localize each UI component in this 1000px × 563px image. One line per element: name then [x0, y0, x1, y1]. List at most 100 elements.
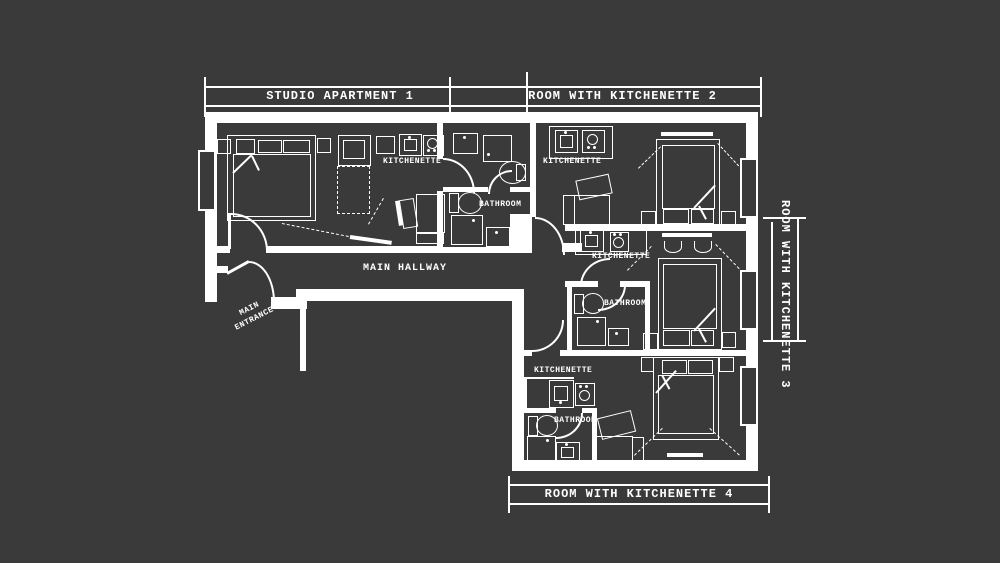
counter-edge: [524, 377, 574, 379]
desk-side-table: [632, 437, 644, 464]
wall-segment: [437, 191, 443, 252]
swing-dashed-line: [717, 143, 740, 167]
swing-dashed-line: [368, 198, 384, 225]
wall-segment: [443, 247, 510, 253]
stove-cooktop: [582, 130, 605, 153]
desk: [574, 195, 610, 225]
stove-knob: [593, 146, 596, 149]
wall-segment: [266, 246, 443, 253]
faucet-dot: [559, 401, 562, 404]
wall-segment: [582, 408, 597, 413]
wall-segment: [562, 243, 582, 252]
dimension-tick: [760, 77, 762, 117]
wall-segment: [271, 297, 307, 309]
wardrobe-shelf: [343, 140, 365, 159]
wall-segment: [530, 123, 536, 217]
toilet: [458, 192, 482, 214]
dimension-tick: [768, 476, 770, 513]
shower-drain-dot: [596, 320, 599, 323]
kitchen-sink-basin: [585, 235, 598, 247]
wall-segment: [205, 112, 758, 123]
rug-line: [667, 453, 703, 457]
stove-knob: [579, 385, 582, 388]
wall-segment: [565, 224, 746, 231]
desk: [596, 436, 633, 465]
wall-segment: [296, 289, 524, 301]
desk-shelf: [416, 233, 444, 244]
stove-knob: [587, 146, 590, 149]
title-studio-apartment-1: STUDIO APARTMENT 1: [266, 89, 414, 103]
room-label-kitchenette: KITCHENETTE: [534, 366, 593, 375]
stove-cooktop: [575, 383, 595, 406]
door-leaf: [226, 260, 250, 275]
wardrobe: [338, 135, 371, 166]
pillow: [283, 140, 310, 153]
nightstand: [722, 332, 736, 348]
stove-cooktop: [610, 232, 629, 252]
pillow: [688, 360, 713, 374]
faucet-dot: [565, 443, 568, 446]
toilet: [582, 293, 604, 314]
shower: [527, 436, 556, 462]
wall-segment: [512, 460, 758, 471]
kitchen-sink: [549, 380, 574, 408]
stove-knob: [585, 385, 588, 388]
sofa-bed-dashed-outline: [337, 166, 370, 214]
room-label-kitchenette: KITCHENETTE: [383, 157, 442, 166]
door-swing-arc: [443, 158, 475, 193]
wall-segment: [524, 408, 556, 413]
desk: [416, 194, 445, 233]
dimension-tick: [763, 217, 806, 219]
wall-segment: [645, 285, 650, 355]
faucet-dot: [408, 136, 411, 139]
dimension-line: [205, 105, 762, 107]
dimension-tick: [763, 340, 806, 342]
bed-bench: [663, 209, 689, 224]
room-label-bathroom: BATHROOM: [554, 416, 597, 425]
faucet-dot: [589, 231, 592, 234]
kitchen-sink: [580, 230, 604, 252]
kitchen-sink-basin: [554, 386, 568, 401]
shower-drain-dot: [546, 439, 549, 442]
sink-basin: [561, 447, 574, 458]
kitchen-sink-basin: [404, 139, 417, 151]
shower: [483, 135, 512, 162]
bed-bench: [691, 209, 714, 224]
bathroom-sink: [556, 442, 580, 463]
dimension-line: [509, 484, 769, 486]
room-label-kitchenette: KITCHENETTE: [543, 157, 602, 166]
dimension-line: [509, 503, 769, 505]
headboard: [662, 233, 712, 237]
double-bed: [227, 135, 316, 221]
nightstand: [217, 139, 231, 154]
stove-knob: [433, 149, 436, 152]
stove-burner: [579, 390, 590, 401]
shower: [577, 317, 606, 346]
stove-burner: [613, 237, 624, 248]
nightstand: [721, 211, 736, 225]
double-bed: [653, 357, 719, 440]
pillow: [258, 140, 282, 153]
window: [740, 366, 758, 426]
wall-segment: [592, 408, 597, 463]
bathroom-sink: [486, 227, 510, 247]
dimension-tick: [204, 77, 206, 117]
room-label-main-hallway: MAIN HALLWAY: [363, 263, 448, 274]
bed-bench: [691, 330, 714, 346]
kitchen-sink-basin: [560, 135, 573, 148]
pillow: [236, 139, 255, 154]
wall-segment: [437, 123, 443, 159]
stove-knob: [619, 233, 622, 236]
nightstand: [641, 357, 654, 372]
shower: [451, 215, 483, 245]
nightstand: [641, 211, 656, 225]
faucet-dot: [495, 231, 498, 234]
stove-knob: [427, 149, 430, 152]
door-leaf: [228, 213, 231, 249]
double-bed: [658, 258, 722, 350]
shower-drain-dot: [487, 153, 490, 156]
stove-cooktop: [423, 135, 444, 156]
wall-segment: [620, 281, 650, 287]
door-swing-arc: [532, 320, 564, 352]
